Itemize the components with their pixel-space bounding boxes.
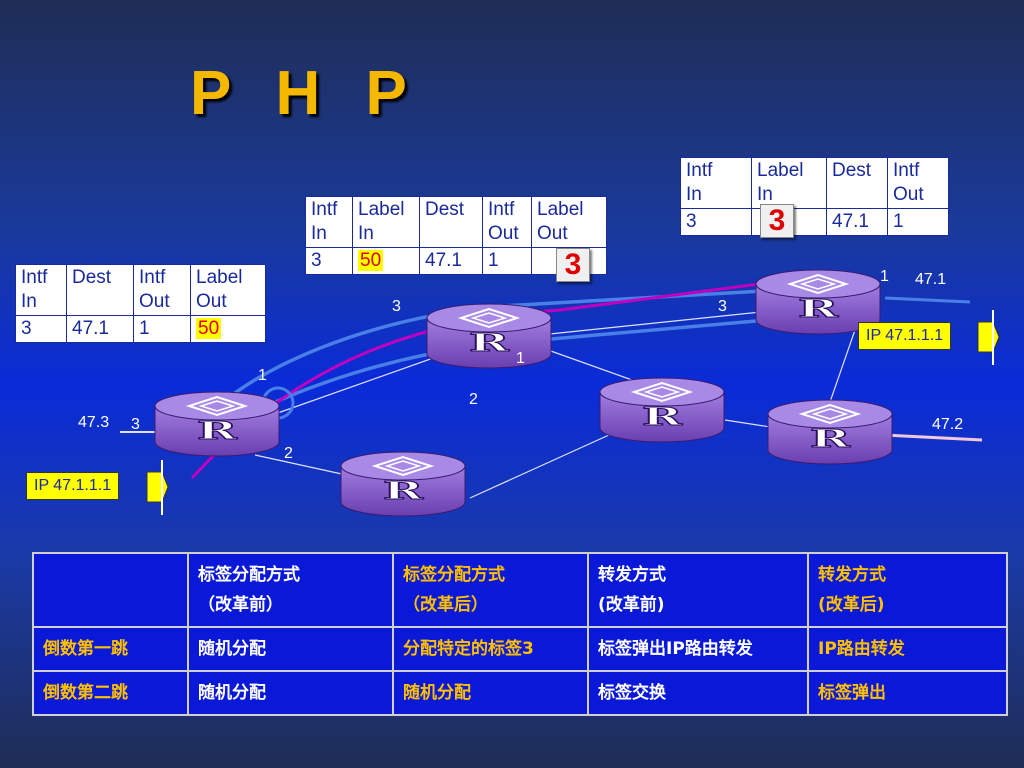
router-symbol: R <box>197 416 239 445</box>
t1-header-intf-out: Intf Out <box>133 264 191 316</box>
t1-cell-intf-out: 1 <box>133 315 191 343</box>
t3-label-in-badge: 3 <box>760 204 794 238</box>
t1-header-intf-in: Intf In <box>15 264 67 316</box>
port-label-r2-out: 1 <box>516 350 525 367</box>
packet-out-label: IP 47.1.1.1 <box>858 322 952 350</box>
t1-cell-dest: 47.1 <box>66 315 134 343</box>
cmp-row-penultimate-fwd-after: 标签弹出 <box>807 670 1008 716</box>
port-label-r1-down: 2 <box>284 445 293 462</box>
router-symbol: R <box>798 294 840 323</box>
router-icon <box>185 395 249 417</box>
router-r3: R <box>755 269 881 335</box>
page-title: P H P <box>190 59 421 128</box>
port-label-r2-in: 3 <box>392 298 401 315</box>
cmp-header-empty <box>32 552 189 628</box>
router-icon <box>798 403 862 425</box>
php-comparison-table: 标签分配方式 （改革前） 标签分配方式 （改革后） 转发方式 (改革前) 转发方… <box>32 552 1008 716</box>
t3-header-intf-out: Intf Out <box>887 157 949 209</box>
packet-in-label: IP 47.1.1.1 <box>26 472 120 500</box>
t2-label-in-value: 50 <box>358 250 384 271</box>
port-label-r1-in: 3 <box>131 416 140 433</box>
t3-cell-dest: 47.1 <box>826 208 888 236</box>
t1-cell-intf-in: 3 <box>15 315 67 343</box>
cmp-row-last-hop-alloc-after: 分配特定的标签3 <box>392 626 589 672</box>
t1-header-label-out: Label Out <box>190 264 266 316</box>
link-r2-r3 <box>539 309 781 336</box>
link-r5-r4 <box>469 429 621 499</box>
port-label-r3-out: 1 <box>880 268 889 285</box>
t3-header-dest: Dest <box>826 157 888 209</box>
t1-label-out-value: 50 <box>196 318 222 339</box>
t2-cell-intf-out: 1 <box>482 247 532 275</box>
router-symbol: R <box>383 476 425 505</box>
t2-header-label-out: Label Out <box>531 196 607 248</box>
cmp-row-last-hop-fwd-before: 标签弹出IP路由转发 <box>587 626 809 672</box>
t3-cell-intf-in: 3 <box>680 208 752 236</box>
router-r4: R <box>599 377 725 443</box>
t1-cell-label-out: 50 <box>190 315 266 343</box>
cmp-row-penultimate-alloc-before: 随机分配 <box>187 670 394 716</box>
t2-cell-dest: 47.1 <box>419 247 483 275</box>
cmp-row-last-hop-label: 倒数第一跳 <box>32 626 189 672</box>
packet-out-arrow <box>977 310 1000 365</box>
router-symbol: R <box>469 328 511 357</box>
net-47-2-line <box>882 433 983 442</box>
router-r6: R <box>767 399 893 465</box>
t2-label-out-badge: 3 <box>556 248 590 282</box>
router-icon <box>630 381 694 403</box>
label-table-egress: Intf In Label In Dest Intf Out 3 47.1 1 <box>680 157 949 236</box>
t2-cell-intf-in: 3 <box>305 247 353 275</box>
port-label-r3-in: 3 <box>718 298 727 315</box>
t2-header-label-in: Label In <box>352 196 420 248</box>
network-label-47-2: 47.2 <box>932 416 964 433</box>
router-r2: R <box>426 303 552 369</box>
net-47-1-line <box>884 296 971 304</box>
cmp-header-fwd-after: 转发方式 (改革后) <box>807 552 1008 628</box>
port-label-r1-up: 1 <box>258 367 267 384</box>
router-symbol: R <box>642 402 684 431</box>
t2-header-intf-in: Intf In <box>305 196 353 248</box>
t3-header-label-in: Label In <box>751 157 827 209</box>
router-icon <box>786 273 850 295</box>
t3-header-intf-in: Intf In <box>680 157 752 209</box>
cmp-row-penultimate-alloc-after: 随机分配 <box>392 670 589 716</box>
router-symbol: R <box>810 424 852 453</box>
t2-cell-label-in: 50 <box>352 247 420 275</box>
router-r5: R <box>340 451 466 517</box>
label-table-ingress: Intf In Dest Intf Out Label Out 3 47.1 1… <box>15 264 266 343</box>
t2-header-intf-out: Intf Out <box>482 196 532 248</box>
router-r1: R <box>154 391 280 457</box>
cmp-header-alloc-after: 标签分配方式 （改革后） <box>392 552 589 628</box>
t3-cell-intf-out: 1 <box>887 208 949 236</box>
link-r6-r3 <box>829 329 856 403</box>
network-label-47-1: 47.1 <box>915 271 947 288</box>
cmp-row-last-hop-fwd-after: IP路由转发 <box>807 626 1008 672</box>
network-label-47-3: 47.3 <box>78 414 110 431</box>
packet-in-arrow <box>146 460 169 515</box>
router-icon <box>371 455 435 477</box>
t2-header-dest: Dest <box>419 196 483 248</box>
cmp-row-last-hop-alloc-before: 随机分配 <box>187 626 394 672</box>
cmp-row-penultimate-label: 倒数第二跳 <box>32 670 189 716</box>
cmp-row-penultimate-fwd-before: 标签交换 <box>587 670 809 716</box>
t1-header-dest: Dest <box>66 264 134 316</box>
cmp-header-fwd-before: 转发方式 (改革前) <box>587 552 809 628</box>
cmp-header-alloc-before: 标签分配方式 （改革前） <box>187 552 394 628</box>
port-label-r1-mid: 2 <box>469 391 478 408</box>
router-icon <box>457 307 521 329</box>
